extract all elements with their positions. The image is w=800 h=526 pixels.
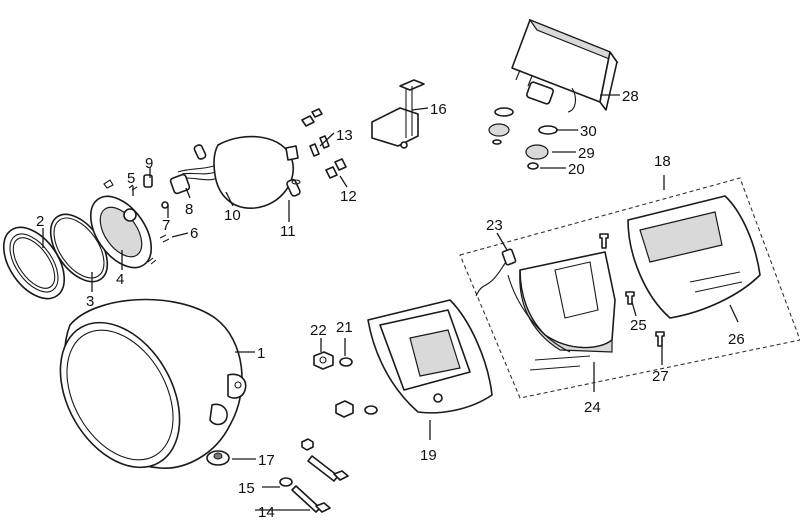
callout-7: 7 [162, 217, 170, 234]
callout-21: 21 [336, 319, 353, 336]
callout-2: 2 [36, 213, 44, 230]
callout-27: 27 [652, 368, 669, 385]
callout-26: 26 [728, 331, 745, 348]
callout-16: 16 [430, 101, 447, 118]
callout-5: 5 [127, 170, 135, 187]
mounting-bracket [371, 79, 425, 149]
callout-8: 8 [185, 201, 193, 218]
callout-18: 18 [654, 153, 671, 170]
callout-14: 14 [258, 504, 275, 521]
callout-3: 3 [86, 293, 94, 310]
callout-22: 22 [310, 322, 327, 339]
callout-25: 25 [630, 317, 647, 334]
callout-11: 11 [280, 223, 296, 240]
wire-harness [475, 248, 517, 297]
callout-12: 12 [340, 188, 357, 205]
trim-ring [2, 226, 66, 300]
headlight-lens-unit [89, 195, 153, 269]
callout-1: 1 [257, 345, 265, 362]
callout-17: 17 [258, 452, 275, 469]
callout-19: 19 [420, 447, 437, 464]
callout-29: 29 [578, 145, 595, 162]
callout-10: 10 [224, 207, 241, 224]
assembly-group-outline [459, 177, 800, 399]
meter-housing [367, 299, 493, 414]
callout-15: 15 [238, 480, 255, 497]
clip-set [301, 108, 347, 179]
outer-meter-cover [627, 195, 761, 319]
mount-grommet [206, 450, 230, 466]
bulb-socket [169, 165, 219, 195]
callout-13: 13 [336, 127, 353, 144]
callout-4: 4 [116, 271, 124, 288]
nut-washer-set [313, 351, 378, 418]
inner-meter-cover [507, 251, 616, 371]
mounting-bolts [279, 438, 349, 513]
leader-lines [42, 94, 739, 511]
callout-24: 24 [584, 399, 601, 416]
callout-9: 9 [145, 155, 153, 172]
housing-cover [193, 135, 299, 209]
meter-grommets [488, 107, 558, 170]
callout-23: 23 [486, 217, 503, 234]
meter-assembly [511, 18, 619, 113]
callout-28: 28 [622, 88, 639, 105]
callout-numbers: 1 2 3 4 5 6 7 8 9 10 11 12 13 14 15 16 1… [36, 88, 745, 521]
callout-30: 30 [580, 123, 597, 140]
callout-20: 20 [568, 161, 585, 178]
headlight-shell [59, 298, 247, 469]
callout-6: 6 [190, 225, 198, 242]
spacer [286, 178, 301, 197]
